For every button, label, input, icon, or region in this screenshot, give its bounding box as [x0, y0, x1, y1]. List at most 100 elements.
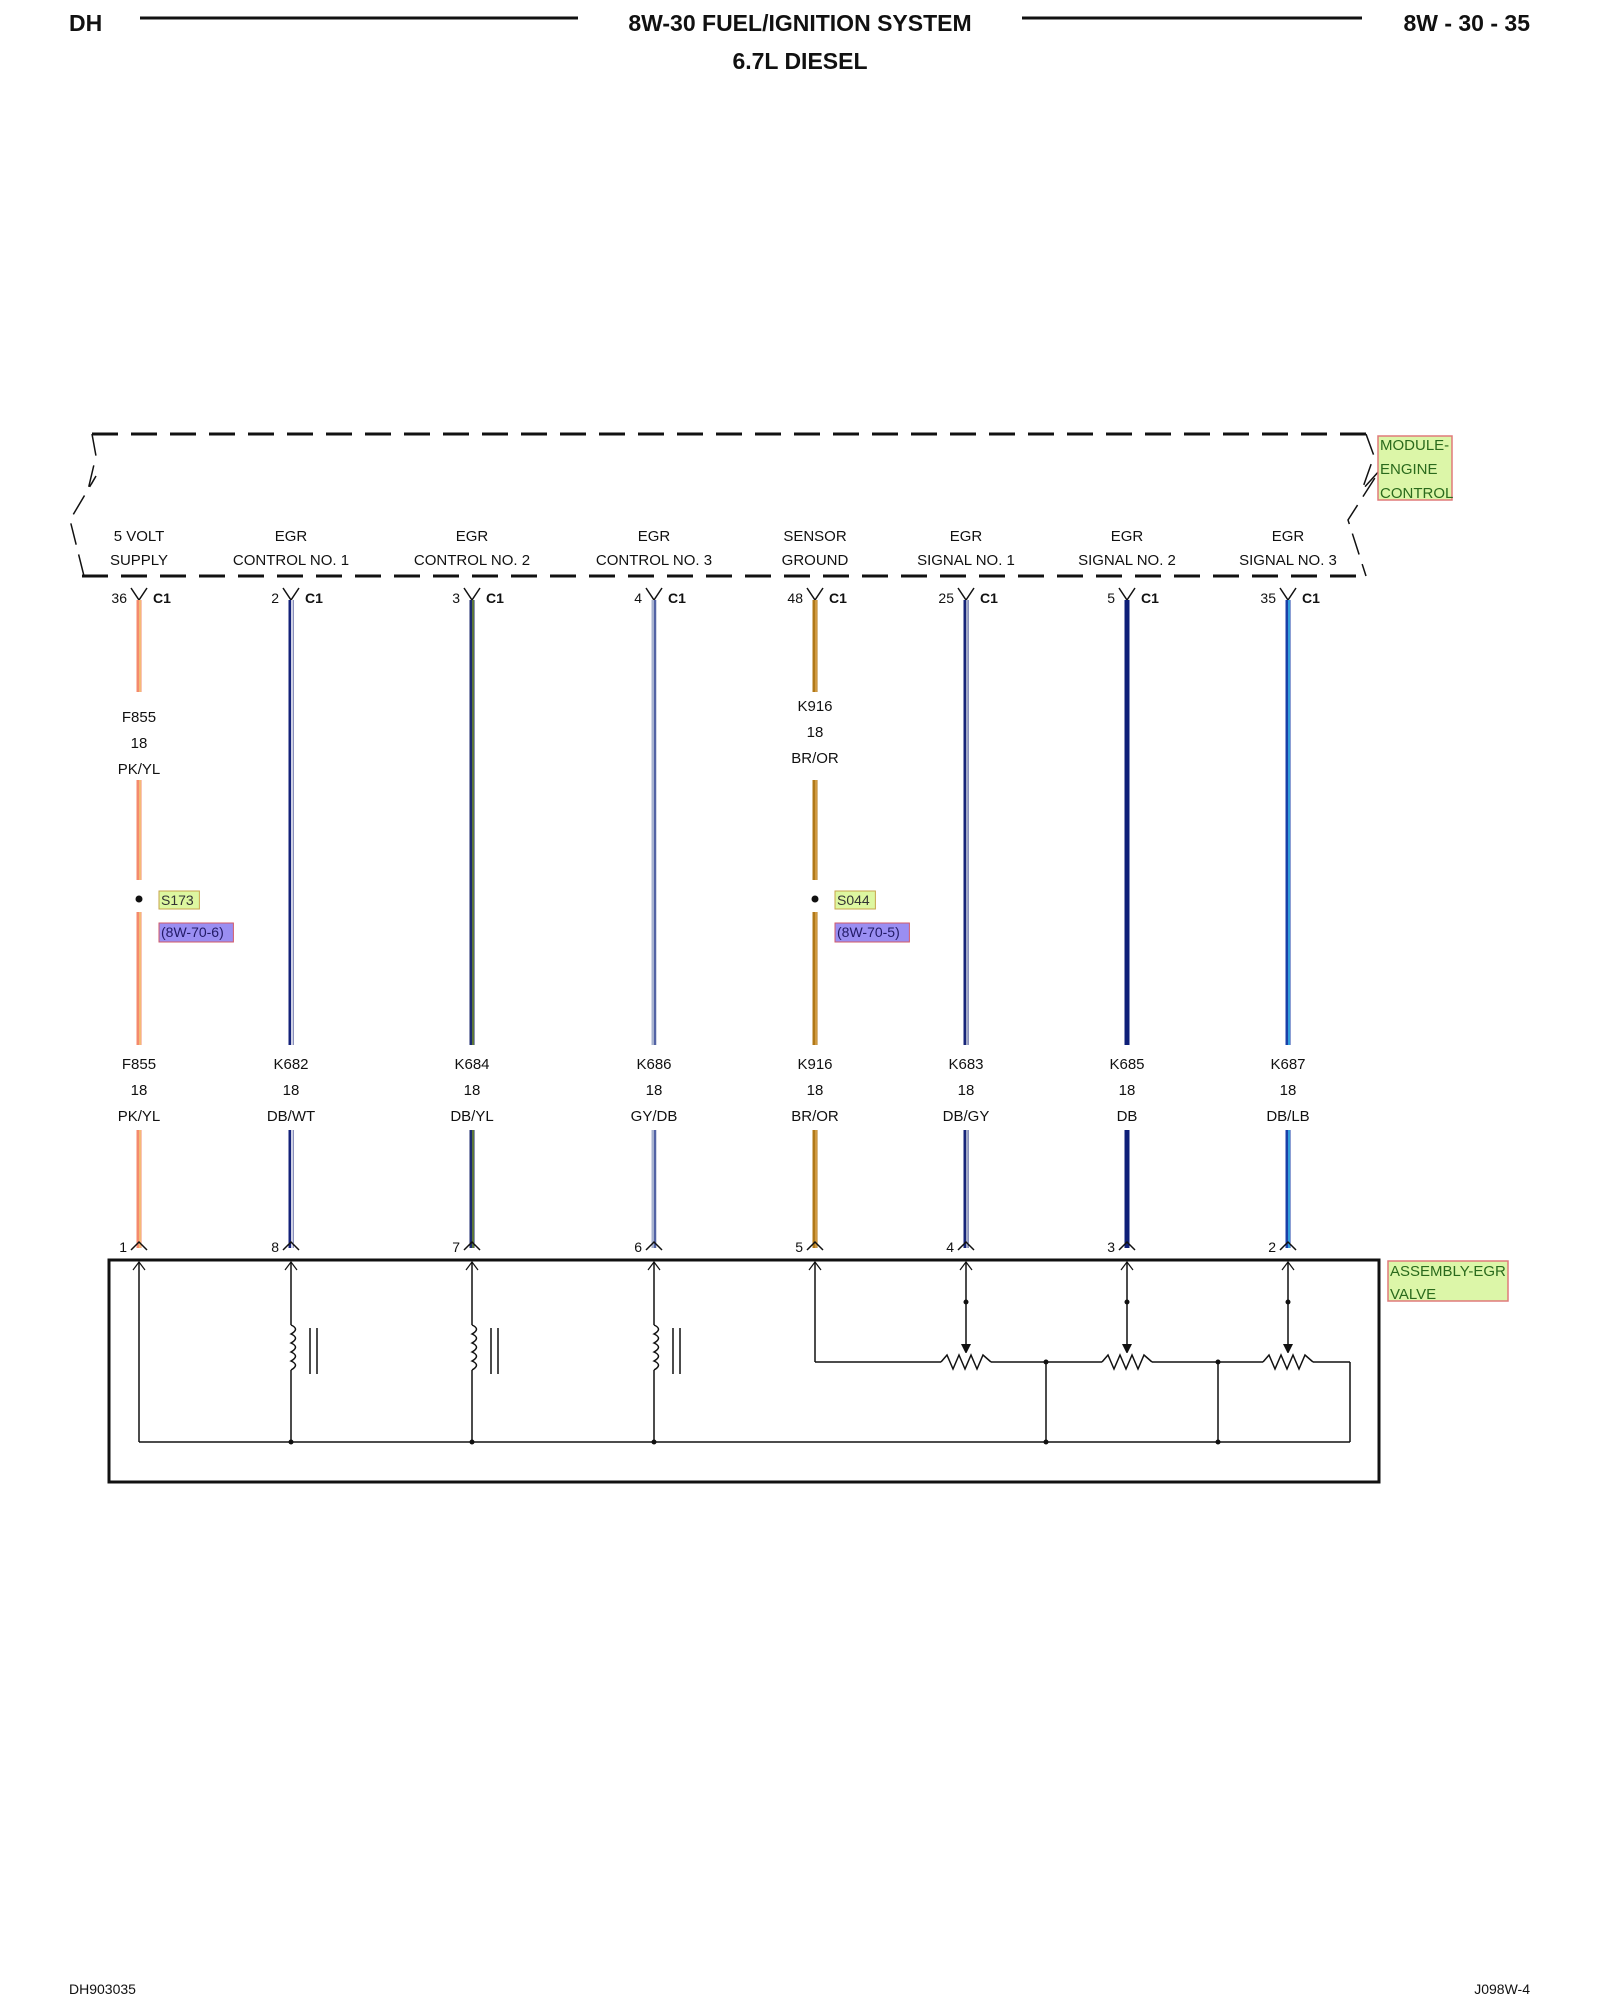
solenoid-coil-icon — [289, 1324, 297, 1371]
module-label-line-1: MODULE- — [1380, 437, 1449, 454]
junction-dot — [1215, 1359, 1221, 1365]
module-label-line-3: CONTROL — [1380, 485, 1453, 502]
splice-label-bg — [834, 890, 876, 910]
junction-dot — [1043, 1439, 1049, 1445]
wire-code-lower: 18 — [283, 1082, 300, 1099]
circuit-function-line-2: CONTROL NO. 3 — [596, 552, 712, 569]
wire-code-lower: PK/YL — [118, 1108, 161, 1125]
module-pin-number: 3 — [452, 590, 460, 606]
wire-code-upper: 18 — [807, 724, 824, 741]
junction-dot — [1285, 1299, 1291, 1305]
module-pin-number: 35 — [1260, 590, 1276, 606]
circuit-function-line-1: 5 VOLT — [114, 528, 165, 545]
female-terminal-symbol — [463, 587, 481, 602]
wire-code-lower: K686 — [636, 1056, 671, 1073]
wire-code-lower: 18 — [958, 1082, 975, 1099]
female-terminal-symbol — [957, 587, 975, 602]
circuit-function-line-2: SIGNAL NO. 2 — [1078, 552, 1176, 569]
female-terminal-symbol — [1279, 587, 1297, 602]
wire-code-lower: DB/YL — [450, 1108, 493, 1125]
splice-ref-bg — [158, 922, 234, 943]
connector-id: C1 — [153, 590, 171, 606]
circuit-function-line-2: SIGNAL NO. 1 — [917, 552, 1015, 569]
male-terminal-symbol — [282, 1240, 300, 1251]
circuit-function-line-2: CONTROL NO. 2 — [414, 552, 530, 569]
resistor-icon — [940, 1353, 992, 1371]
splice-page-reference[interactable]: (8W-70-5) — [837, 924, 900, 940]
female-terminal-symbol — [645, 587, 663, 602]
splice-id[interactable]: S173 — [161, 892, 194, 908]
assembly-pin-number: 6 — [634, 1239, 642, 1255]
wire-code-lower: 18 — [1119, 1082, 1136, 1099]
male-terminal-symbol — [645, 1240, 663, 1251]
assembly-pin-number: 7 — [452, 1239, 460, 1255]
circuit-function-line-1: EGR — [950, 528, 983, 545]
wire-code-upper: BR/OR — [791, 750, 839, 767]
circuit-function-line-2: CONTROL NO. 1 — [233, 552, 349, 569]
circuit-function-line-1: EGR — [456, 528, 489, 545]
wire-code-lower: K916 — [797, 1056, 832, 1073]
wire-code-lower: 18 — [646, 1082, 663, 1099]
footer-left: DH903035 — [69, 1981, 136, 1997]
solenoid-coil-icon — [652, 1324, 660, 1371]
junction-dot — [1043, 1359, 1049, 1365]
male-terminal-symbol — [463, 1240, 481, 1251]
module-engine-control-outline — [69, 432, 1381, 578]
module-engine-control-label: MODULE- ENGINE CONTROL — [1377, 435, 1453, 502]
wiper-arrow-icon — [1283, 1344, 1293, 1354]
assembly-pin-number: 3 — [1107, 1239, 1115, 1255]
wire-code-lower: DB/GY — [943, 1108, 990, 1125]
assembly-label-line-2: VALVE — [1390, 1286, 1436, 1303]
wire-code-lower: K687 — [1270, 1056, 1305, 1073]
splice-page-reference[interactable]: (8W-70-6) — [161, 924, 224, 940]
male-terminal-symbol — [1279, 1240, 1297, 1251]
resistor-icon — [1262, 1353, 1314, 1371]
connector-id: C1 — [829, 590, 847, 606]
splice-dot — [135, 895, 143, 903]
wiper-arrow-icon — [961, 1344, 971, 1354]
wire-code-upper: PK/YL — [118, 761, 161, 778]
assembly-pin-number: 8 — [271, 1239, 279, 1255]
wire-code-lower: K682 — [273, 1056, 308, 1073]
junction-dot — [963, 1299, 969, 1305]
connector-id: C1 — [1302, 590, 1320, 606]
male-terminal-symbol — [1118, 1240, 1136, 1251]
circuit-function-line-1: EGR — [1272, 528, 1305, 545]
splice-ref-bg — [834, 922, 910, 943]
splice-id[interactable]: S044 — [837, 892, 870, 908]
male-terminal-symbol — [130, 1240, 148, 1251]
wire-code-lower: K683 — [948, 1056, 983, 1073]
wire-code-lower: 18 — [131, 1082, 148, 1099]
connector-id: C1 — [980, 590, 998, 606]
connector-id: C1 — [305, 590, 323, 606]
header-page-number: 8W - 30 - 35 — [1403, 10, 1530, 36]
junction-dot — [1215, 1439, 1221, 1445]
header-left: DH — [69, 10, 102, 36]
solenoid-coil-icon — [470, 1324, 478, 1371]
wire-code-lower: BR/OR — [791, 1108, 839, 1125]
module-pin-number: 2 — [271, 590, 279, 606]
page-title: 8W-30 FUEL/IGNITION SYSTEM — [628, 10, 971, 36]
female-terminal-symbol — [282, 587, 300, 602]
wire-code-lower: K685 — [1109, 1056, 1144, 1073]
connector-id: C1 — [1141, 590, 1159, 606]
connector-id: C1 — [668, 590, 686, 606]
wire-code-upper: F855 — [122, 709, 156, 726]
splice-dot — [811, 895, 819, 903]
assembly-pin-number: 5 — [795, 1239, 803, 1255]
egr-valve-internals — [138, 1262, 1351, 1445]
wire-code-lower: DB/WT — [267, 1108, 315, 1125]
circuit-function-line-1: EGR — [1111, 528, 1144, 545]
assembly-egr-valve: ASSEMBLY-EGR VALVE — [107, 1258, 1509, 1484]
male-terminal-symbol — [957, 1240, 975, 1251]
wire-code-lower: GY/DB — [631, 1108, 678, 1125]
assembly-pin-number: 2 — [1268, 1239, 1276, 1255]
page-subtitle: 6.7L DIESEL — [732, 48, 867, 74]
